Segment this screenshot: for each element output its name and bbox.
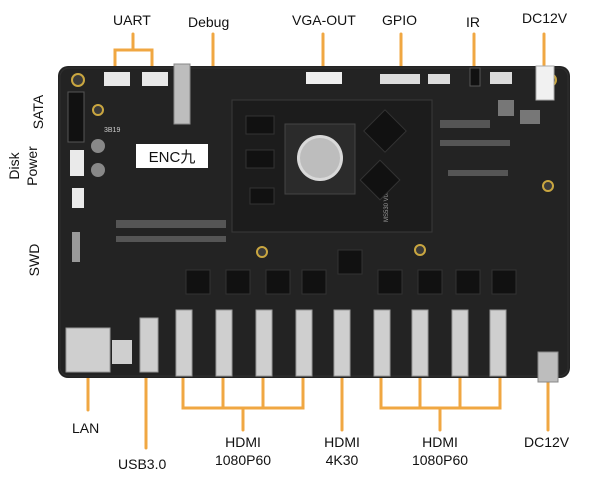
hdmi-port <box>373 309 391 377</box>
label-dc12v-bottom: DC12V <box>524 434 570 450</box>
debug-connector <box>173 63 191 125</box>
hdmi-port <box>489 309 507 377</box>
callout-hdmi-left <box>181 376 305 432</box>
swd-header <box>72 232 80 262</box>
enc-logo-text: ENC九 <box>149 149 196 166</box>
label-vga-out: VGA-OUT <box>292 12 356 28</box>
label-hdmi-right-2: 1080P60 <box>411 452 469 468</box>
sata-connector <box>67 91 85 143</box>
label-hdmi-mid-1: HDMI <box>324 434 360 450</box>
label-hdmi-right-1: HDMI <box>422 434 458 450</box>
callout-hdmi-right <box>379 376 502 432</box>
label-usb30: USB3.0 <box>118 456 167 472</box>
label-dc12v-top: DC12V <box>522 10 568 26</box>
silk-label: 3B19 <box>104 127 120 134</box>
label-swd: SWD <box>26 243 42 277</box>
hdmi-port <box>333 309 351 377</box>
hdmi-port <box>175 309 193 377</box>
label-hdmi-mid-2: 4K30 <box>325 452 359 468</box>
usb30-port <box>139 317 159 373</box>
label-hdmi-left-2: 1080P60 <box>214 452 272 468</box>
dc12v-bottom-jack <box>537 351 559 383</box>
label-ir: IR <box>466 14 480 30</box>
disk-power-connector <box>70 150 84 176</box>
hdmi-port <box>411 309 429 377</box>
chip-marking: MS530 V0.8 <box>384 188 390 222</box>
label-lan: LAN <box>72 420 100 436</box>
mount-hole <box>71 73 85 87</box>
hdmi-port <box>295 309 313 377</box>
label-power: Power <box>24 146 40 186</box>
enc-logo-plate <box>136 144 208 168</box>
pcb: MS530 V0.8 <box>58 63 570 383</box>
hdmi-port <box>255 309 273 377</box>
label-gpio: GPIO <box>382 12 418 28</box>
gpio-connector <box>380 74 420 84</box>
vga-connector <box>306 72 342 84</box>
uart-connector-2 <box>142 72 168 86</box>
dc12v-top-jack <box>535 65 555 101</box>
callout-lines <box>86 32 550 450</box>
hdmi-port <box>215 309 233 377</box>
hdmi-port <box>451 309 469 377</box>
label-sata: SATA <box>30 94 46 130</box>
callout-uart <box>113 32 154 70</box>
label-debug: Debug <box>188 14 230 30</box>
lan-port <box>65 327 111 373</box>
ir-receiver <box>469 67 481 87</box>
uart-connector-1 <box>104 72 130 86</box>
hdmi-ports <box>175 309 507 377</box>
label-disk: Disk <box>6 152 22 180</box>
label-hdmi-left-1: HDMI <box>225 434 261 450</box>
label-uart: UART <box>113 12 151 28</box>
